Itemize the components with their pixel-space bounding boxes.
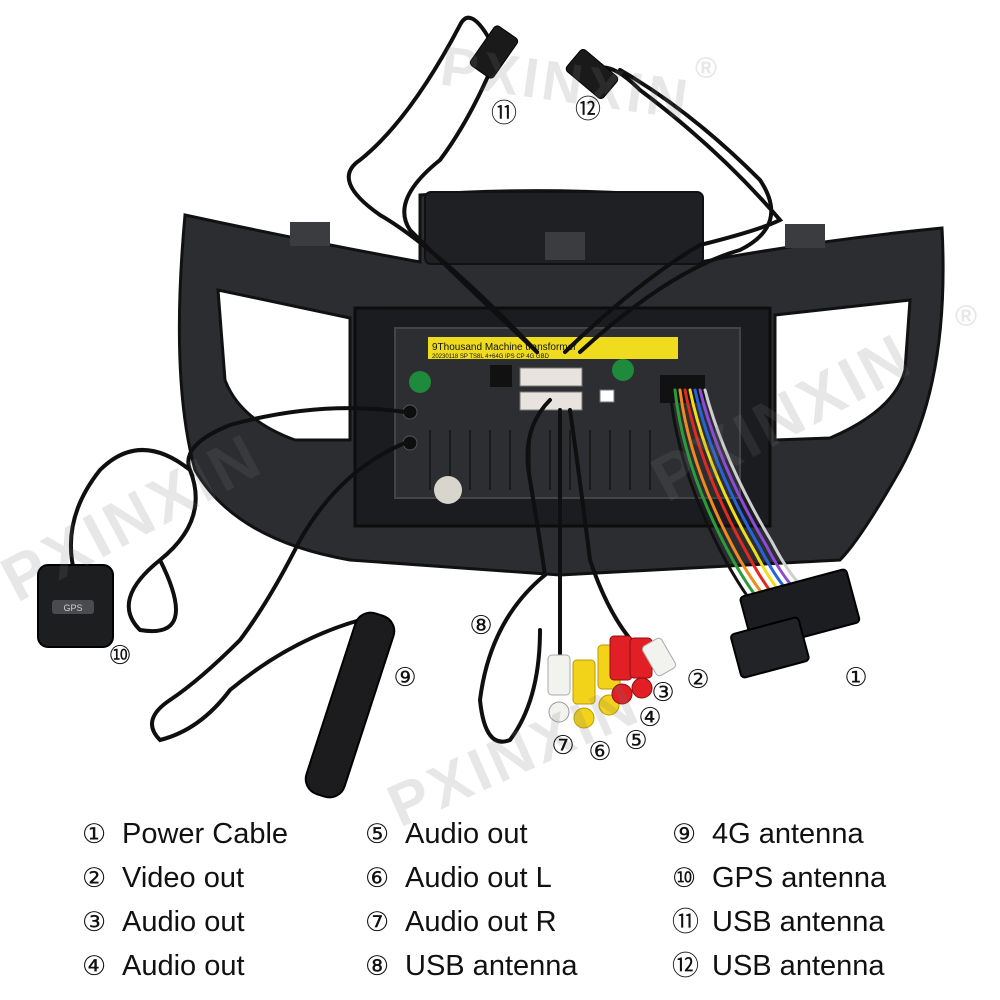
legend-item: ④ Audio out [82,944,288,988]
legend-number: ⑦ [365,907,390,938]
spec-sticker-title: 9Thousand Machine transformer [432,342,577,353]
callout-6: ⑥ [588,737,612,767]
legend-label: USB antenna [405,950,578,982]
legend: ① Power Cable ② Video out ③ Audio out ④ Audi… [0,812,1000,1000]
legend-label: Power Cable [122,818,289,850]
legend-label: USB antenna [712,950,885,982]
legend-number: ④ [82,951,107,982]
rca-plugs [547,635,677,729]
legend-item: ⑩ GPS antenna [672,856,886,900]
legend-item: ⑨ 4G antenna [672,812,886,856]
legend-label: GPS antenna [712,862,887,894]
cables [68,15,784,744]
legend-number: ⑫ [672,951,699,982]
legend-number: ⑧ [365,951,390,982]
legend-label: Audio out [122,950,245,982]
callout-3: ③ [651,678,675,708]
callout-11: ⑪ [490,99,517,129]
legend-column-1: ① Power Cable ② Video out ③ Audio out ④ Audi… [82,812,288,988]
legend-item: ⑫ USB antenna [672,944,886,988]
callout-8: ⑧ [469,611,493,641]
callout-7: ⑦ [551,731,575,761]
gps-module: GPS [37,564,114,648]
product-photo: 9Thousand Machine transformer 20230118 S… [37,15,945,799]
legend-item: ① Power Cable [82,812,288,856]
legend-number: ② [82,863,107,894]
legend-item: ⑪ USB antenna [672,900,886,944]
legend-label: Audio out [122,906,245,938]
spec-sticker [428,337,678,359]
legend-item: ② Video out [82,856,288,900]
legend-column-2: ⑤ Audio out ⑥ Audio out L ⑦ Audio out R ⑧ US… [365,812,578,988]
legend-label: 4G antenna [712,818,864,850]
callout-2: ② [686,665,710,695]
callout-5: ⑤ [624,726,648,756]
gps-module-label: GPS [63,603,82,613]
legend-item: ⑥ Audio out L [365,856,578,900]
legend-number: ⑪ [672,907,699,938]
callout-12: ⑫ [574,95,601,125]
callout-4: ④ [638,703,662,733]
lte-antenna [304,611,396,799]
legend-label: Video out [122,862,245,894]
callout-1: ① [844,663,868,693]
legend-label: Audio out L [405,862,552,894]
trademark-right: ® [955,300,982,333]
legend-number: ① [82,819,107,850]
legend-item: ③ Audio out [82,900,288,944]
trademark-top: ® [695,52,722,85]
spec-sticker-line2: 20230118 SP TS8L 4+64G IPS CP 4G GBD [432,354,550,360]
legend-item: ⑧ USB antenna [365,944,578,988]
legend-item: ⑤ Audio out [365,812,578,856]
legend-number: ⑨ [672,819,697,850]
legend-number: ⑤ [365,819,390,850]
power-connector [730,568,861,679]
legend-number: ③ [82,907,107,938]
callout-10: ⑩ [108,641,132,671]
callout-9: ⑨ [393,663,417,693]
legend-item: ⑦ Audio out R [365,900,578,944]
legend-label: Audio out R [405,906,557,938]
legend-number: ⑥ [365,863,390,894]
legend-label: Audio out [405,818,528,850]
legend-label: USB antenna [712,906,885,938]
legend-number: ⑩ [672,863,697,894]
usb-plugs [469,25,619,100]
